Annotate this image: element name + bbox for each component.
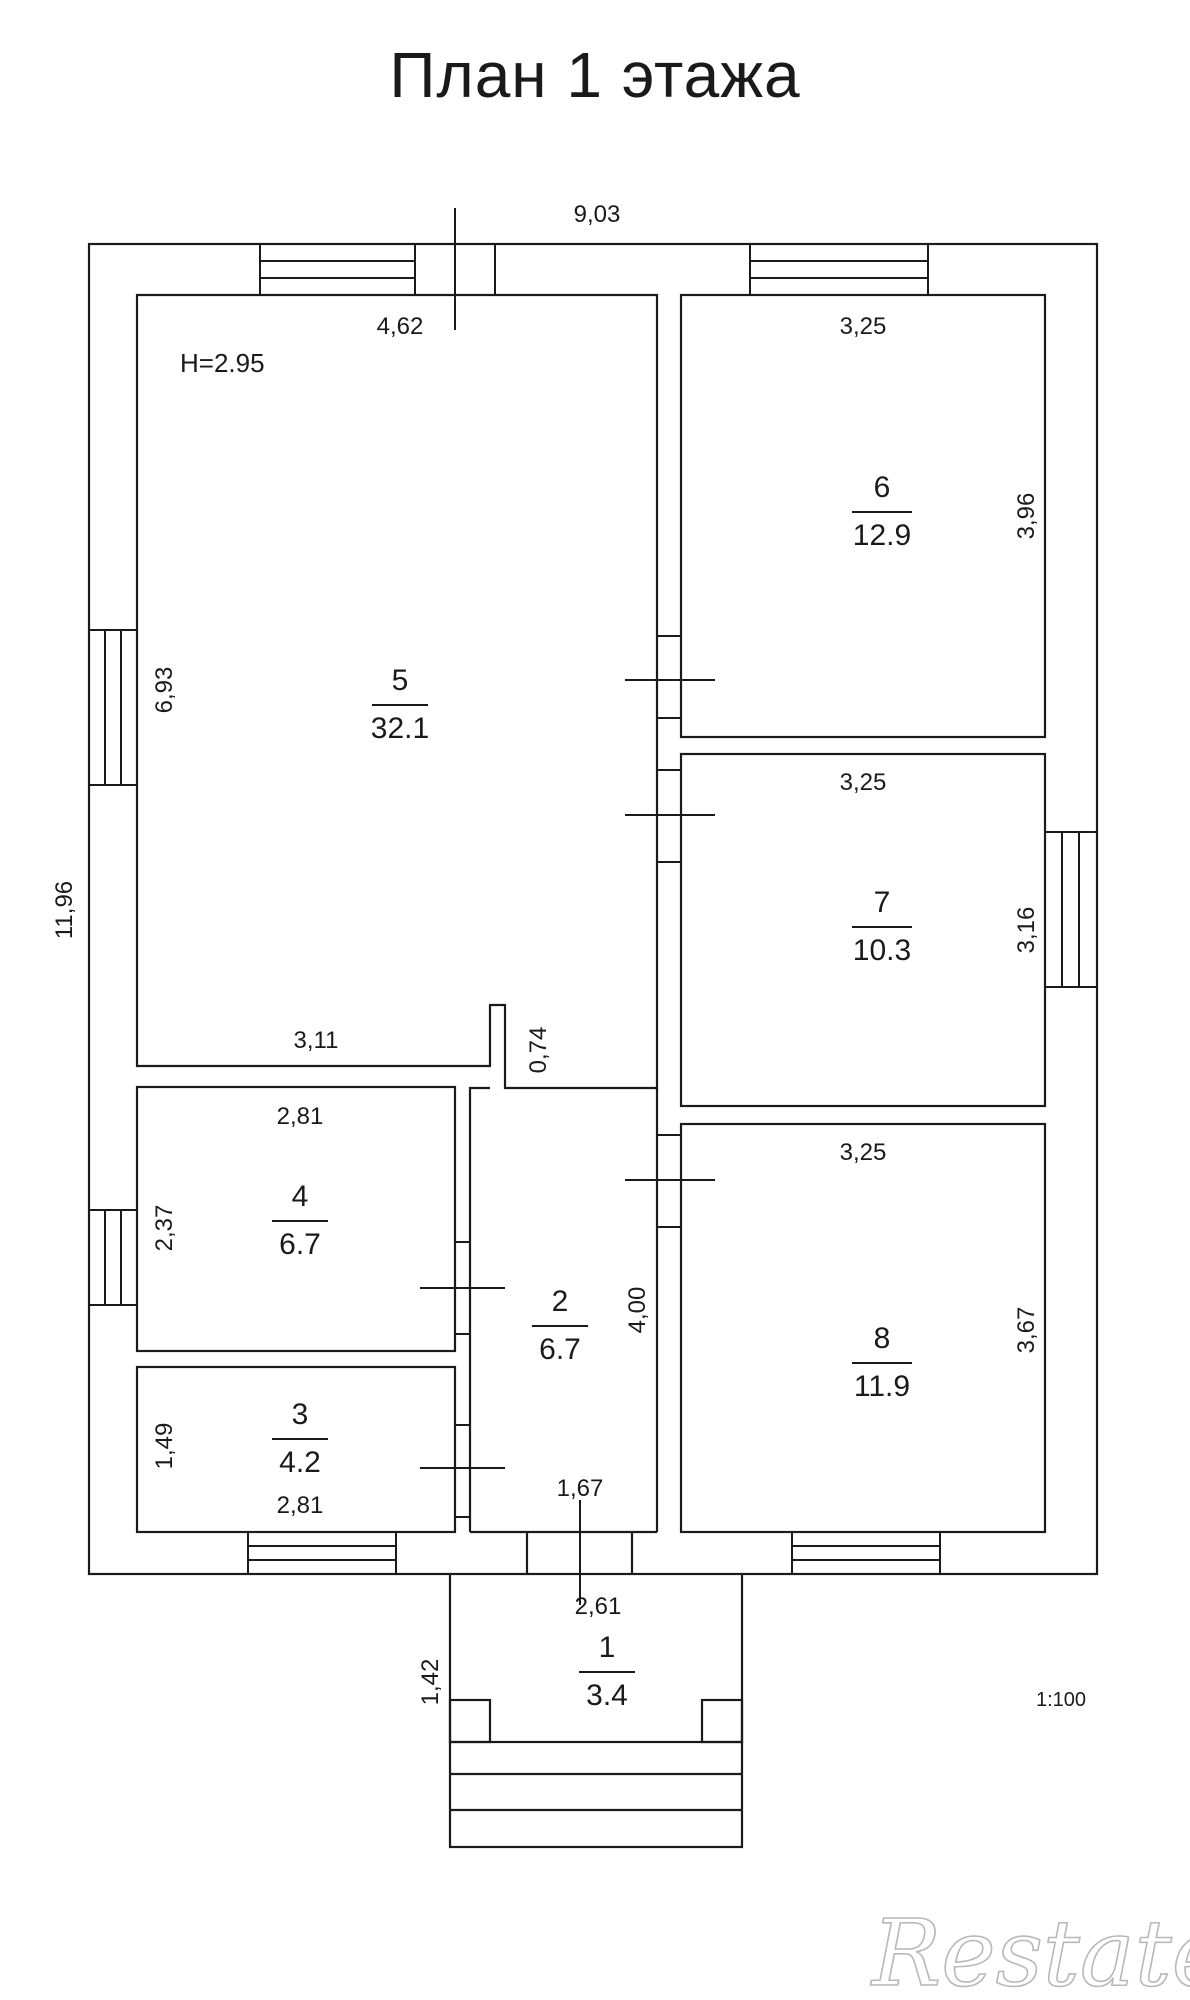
door-room-3 <box>454 1424 471 1518</box>
room-8-right-dim: 3,67 <box>1013 1307 1040 1354</box>
porch-post-left <box>448 1698 492 1744</box>
room-4-left-dim: 2,37 <box>151 1205 178 1252</box>
door-room-6 <box>656 635 682 719</box>
room-1-top-dim: 2,61 <box>575 1593 622 1620</box>
room-7-top-dim: 3,25 <box>840 769 887 796</box>
room-7-area: 10.3 <box>853 934 911 967</box>
room-3-number: 3 <box>292 1398 309 1431</box>
window-bottom-left <box>247 1531 397 1575</box>
overall-length: 11,96 <box>51 881 78 939</box>
room-2-outline <box>468 1086 659 1534</box>
windows <box>88 243 1098 1575</box>
room-6-number: 6 <box>874 471 891 504</box>
room-8-area: 11.9 <box>854 1370 910 1403</box>
room-8-number: 8 <box>874 1322 891 1355</box>
ceiling-height: H=2.95 <box>180 348 265 378</box>
window-bottom-right <box>791 1531 941 1575</box>
room-6-area: 12.9 <box>853 519 911 552</box>
window-top-right <box>749 243 929 296</box>
room-2-right-dim: 4,00 <box>624 1287 651 1334</box>
plan-title: План 1 этажа <box>389 39 801 111</box>
porch-post-right <box>700 1698 744 1744</box>
room-4-top-dim: 2,81 <box>277 1103 324 1130</box>
room-5-left-dim: 6,93 <box>151 667 178 714</box>
room-1-area: 3.4 <box>586 1679 628 1712</box>
room-2-bottom-dim: 1,67 <box>557 1475 604 1502</box>
outer-wall-outline <box>87 242 1099 1576</box>
window-left-lower <box>88 1209 138 1306</box>
room-8-top-dim: 3,25 <box>840 1139 887 1166</box>
scale-label: 1:100 <box>1036 1689 1086 1711</box>
room-1-left-dim: 1,42 <box>417 1659 444 1706</box>
doors <box>414 208 715 1605</box>
room-6-right-dim: 3,96 <box>1013 493 1040 540</box>
room-5-bottom-dim: 3,11 <box>294 1027 339 1054</box>
room-3-bottom-dim: 2,81 <box>277 1492 324 1519</box>
window-left-upper <box>88 629 138 786</box>
outer-walls <box>87 242 1099 1576</box>
room-2-area: 6.7 <box>539 1333 581 1366</box>
porch-steps <box>448 1740 744 1849</box>
room-6-outline <box>679 293 1047 739</box>
room-4-number: 4 <box>292 1180 309 1213</box>
watermark: Restate <box>870 1900 1190 2000</box>
window-top-left <box>259 243 416 296</box>
room-outlines <box>135 293 1047 1849</box>
entrance-opening <box>525 1532 634 1574</box>
overall-width: 9,03 <box>574 201 621 228</box>
room-8-outline <box>679 1122 1047 1534</box>
room-7-right-dim: 3,16 <box>1013 907 1040 954</box>
room-5-outline <box>135 293 659 1090</box>
room-6-top-dim: 3,25 <box>840 313 887 340</box>
room-4-area: 6.7 <box>279 1228 321 1261</box>
room-5-top-dim: 4,62 <box>377 313 424 340</box>
room-5-number: 5 <box>392 664 409 697</box>
room-2-number: 2 <box>552 1285 569 1318</box>
room-3-left-dim: 1,49 <box>151 1423 178 1470</box>
window-right <box>1044 831 1098 988</box>
room-7-outline <box>679 752 1047 1108</box>
room-3-area: 4.2 <box>279 1446 321 1479</box>
room-7-number: 7 <box>874 886 891 919</box>
room-5-step-dim: 0,74 <box>525 1027 552 1074</box>
room-5-area: 32.1 <box>371 712 429 745</box>
room-1-number: 1 <box>599 1631 616 1664</box>
